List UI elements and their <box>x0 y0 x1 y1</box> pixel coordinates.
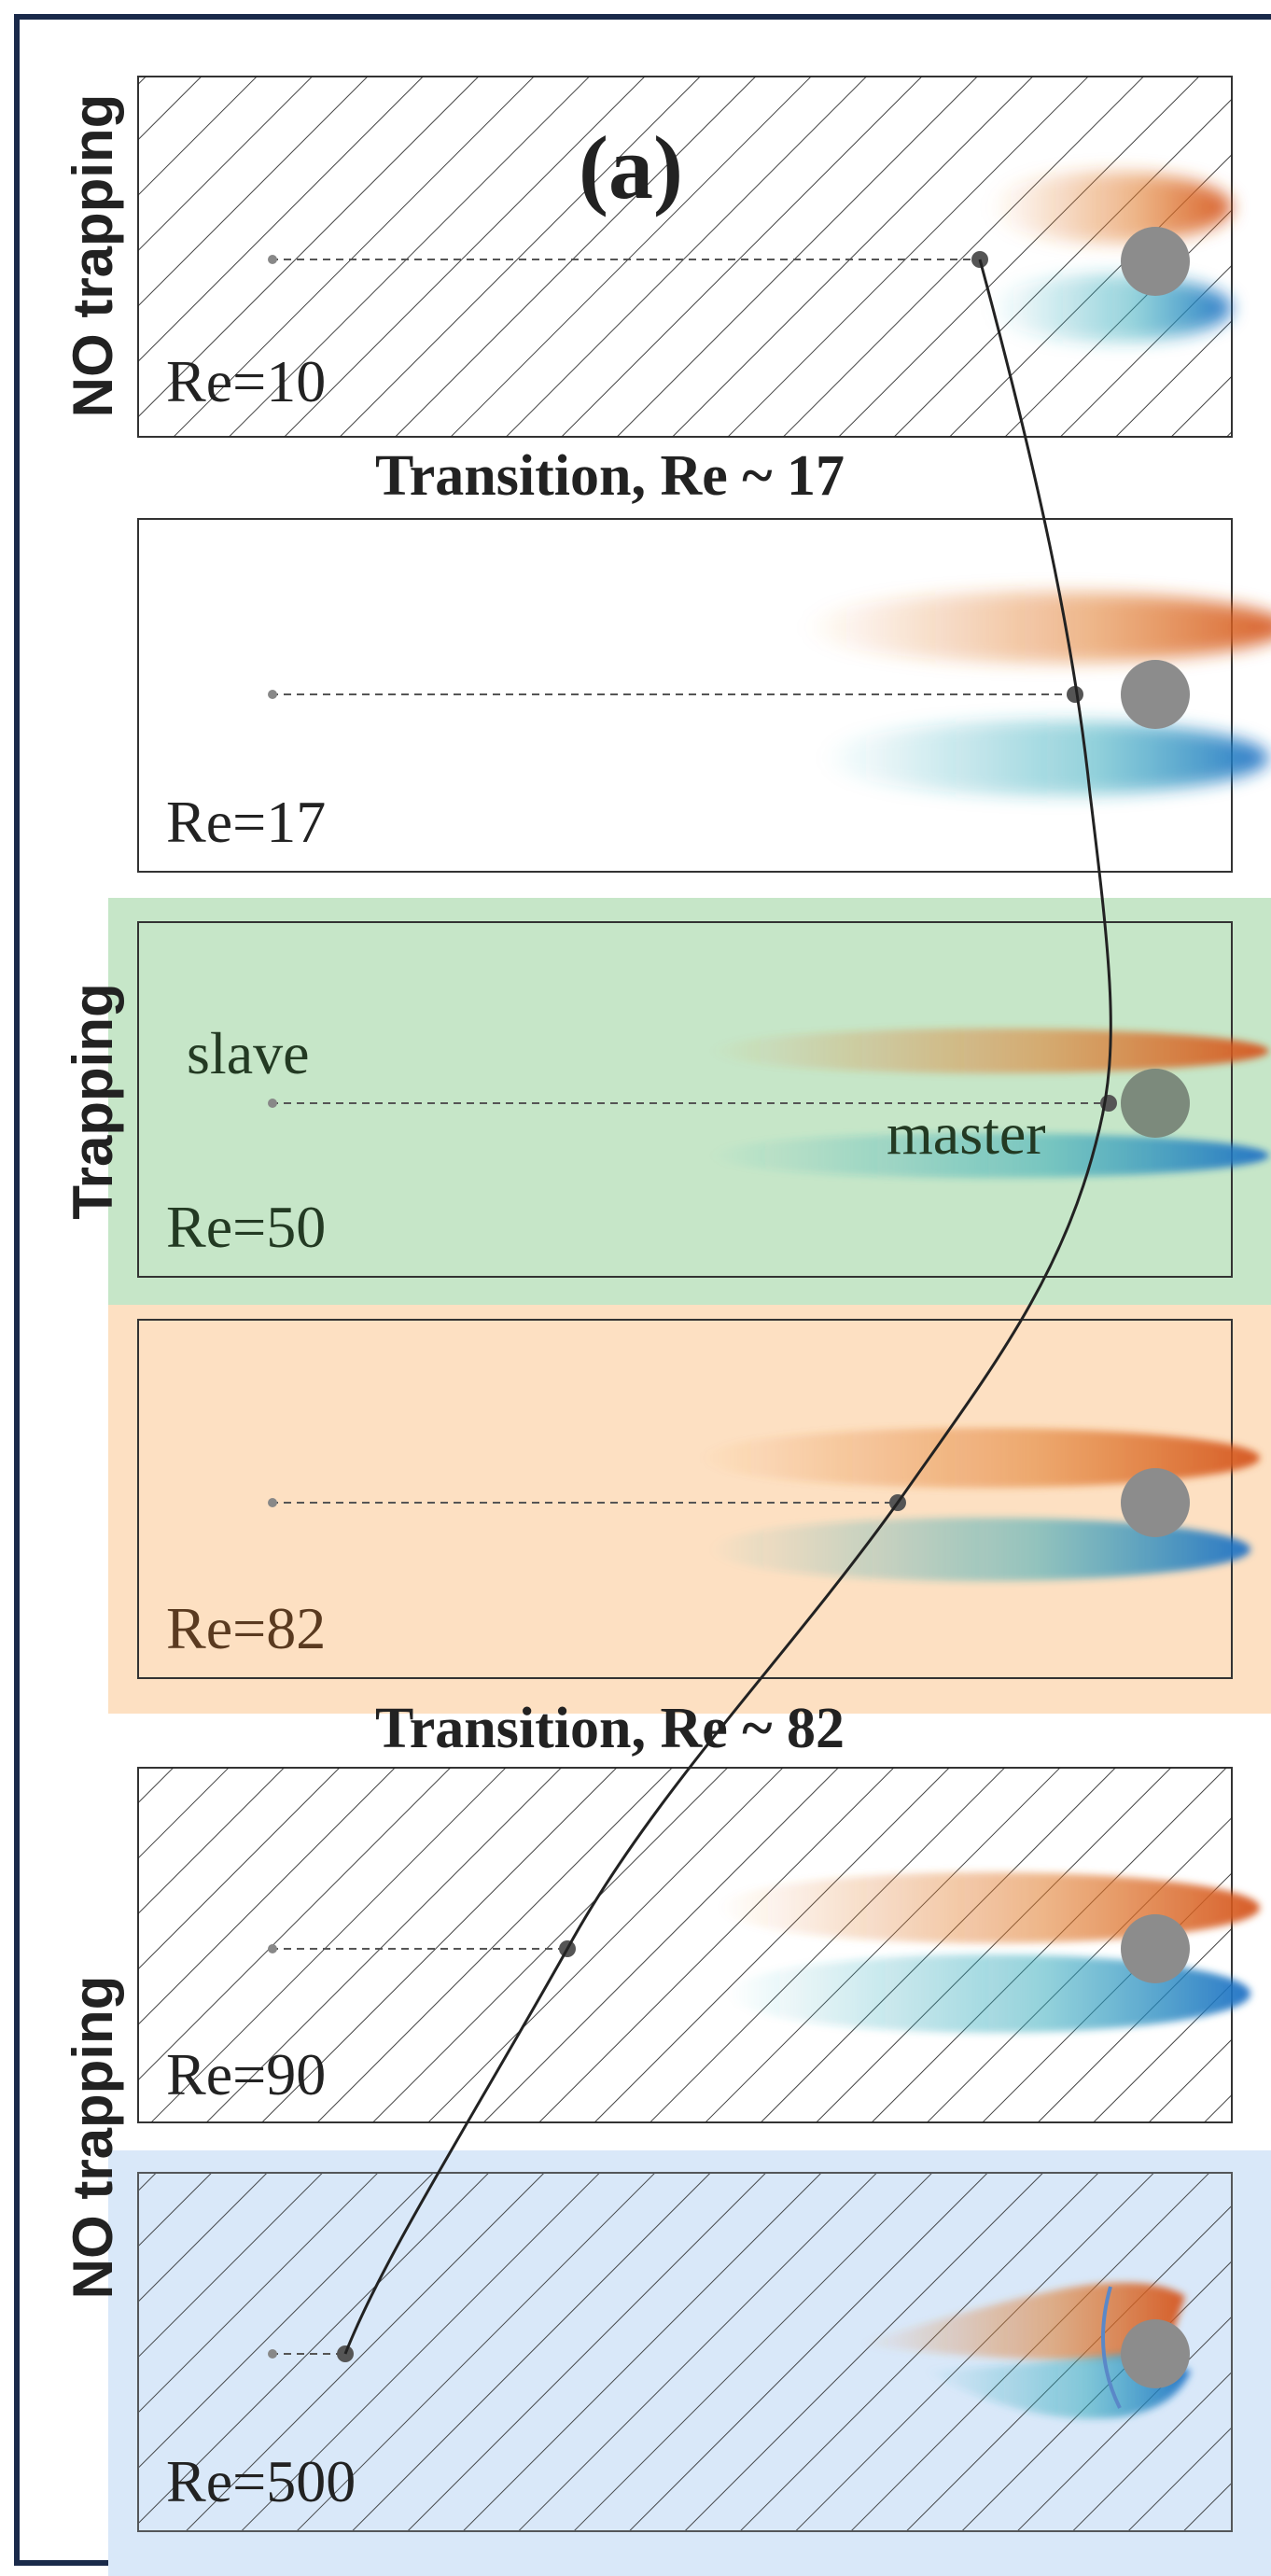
master-cylinder-re82 <box>1121 1468 1190 1537</box>
origin-markers <box>268 255 277 2359</box>
master-cylinder-re10 <box>1121 227 1190 296</box>
re-label-500: Re=500 <box>166 2448 356 2514</box>
panel-re10 <box>137 76 1233 438</box>
master-annotation: master <box>887 1100 1046 1167</box>
slave-annotation: slave <box>187 1020 310 1086</box>
wake-re82 <box>700 1428 1260 1581</box>
re-label-82: Re=82 <box>166 1595 326 1661</box>
panel-re50 <box>137 921 1233 1278</box>
re-label-10: Re=10 <box>166 348 326 414</box>
regime-label-top: NO trapping <box>62 94 124 418</box>
master-cylinder-re90 <box>1121 1914 1190 1983</box>
re-label-50: Re=50 <box>166 1194 326 1260</box>
wake-re50 <box>709 1029 1269 1178</box>
panel-re17 <box>137 518 1233 873</box>
wake-re90 <box>719 1872 1260 2033</box>
panel-re90 <box>137 1767 1233 2123</box>
critical-band <box>108 1305 1271 1714</box>
re-label-17: Re=17 <box>166 789 326 855</box>
re-label-90: Re=90 <box>166 2041 326 2107</box>
regime-label-bottom: NO trapping <box>62 1976 124 2300</box>
panel-label: (a) <box>579 118 683 217</box>
master-cylinder-re50 <box>1121 1069 1190 1138</box>
equilibrium-curve <box>343 259 1112 2355</box>
panel-re82 <box>137 1319 1233 1679</box>
wake-re17 <box>803 592 1271 795</box>
master-cylinder-re17 <box>1121 660 1190 729</box>
transition-header-17: Transition, Re ~ 17 <box>375 444 845 508</box>
regime-label-middle: Trapping <box>62 983 124 1219</box>
wake-re500 <box>859 2282 1191 2419</box>
trapping-band <box>108 898 1271 1305</box>
transition-header-82: Transition, Re ~ 82 <box>375 1697 845 1760</box>
master-cylinder-re500 <box>1121 2319 1190 2388</box>
slave-connector-lines <box>271 259 1109 2355</box>
